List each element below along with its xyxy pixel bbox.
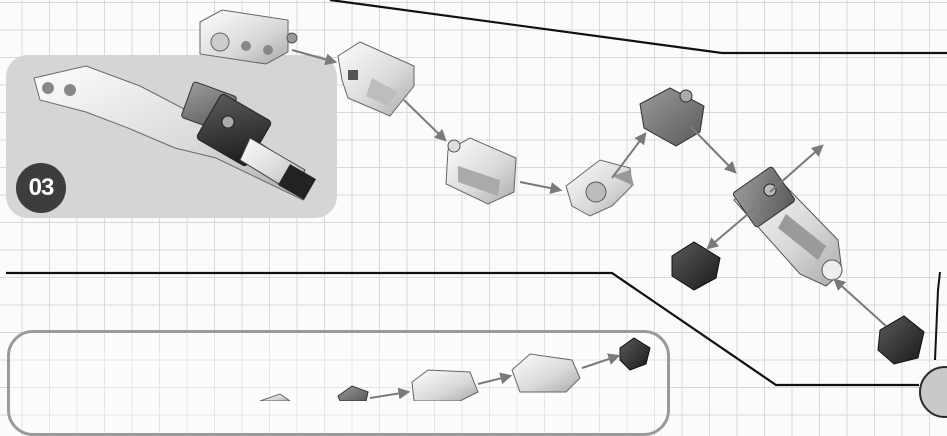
assembled-model <box>33 65 316 201</box>
part-black-clip-right <box>877 315 925 365</box>
part-connector-block <box>199 9 298 65</box>
part-angled-connector <box>337 41 415 117</box>
part-sub-assembly <box>732 166 843 287</box>
assembly-arrows <box>291 49 887 327</box>
page-border-lines <box>6 0 947 387</box>
part-dark-cube <box>639 87 705 147</box>
part-hinge-block <box>445 137 517 205</box>
step-number-badge: 03 <box>16 163 66 213</box>
part-clip-hinge <box>565 159 634 217</box>
next-step-parts <box>259 337 651 401</box>
assembly-diagram <box>6 0 947 401</box>
part-black-clip-left <box>671 241 721 291</box>
